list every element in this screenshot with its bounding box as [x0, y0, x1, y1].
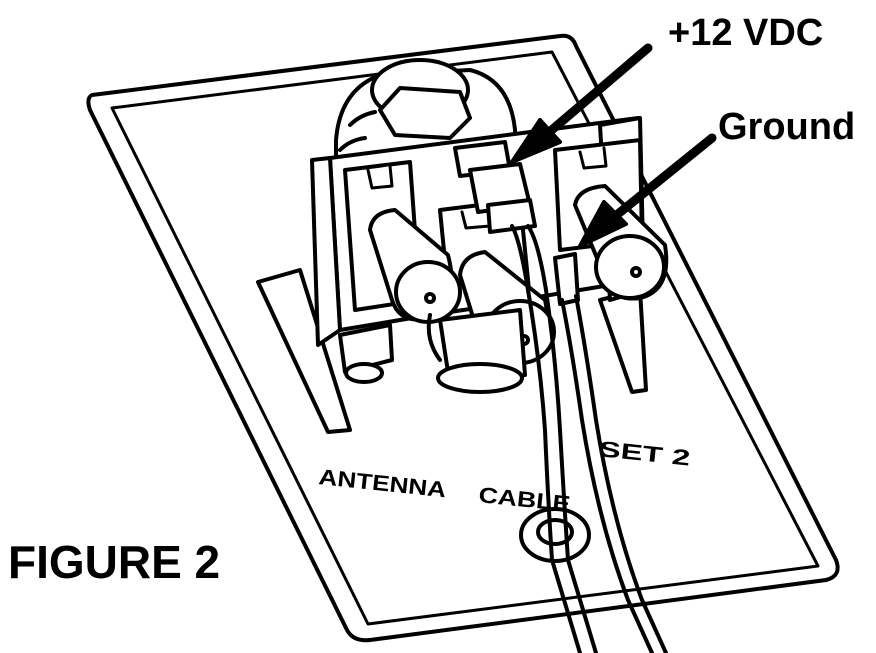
plus-12-vdc-callout: +12 VDC	[668, 12, 823, 55]
ground-callout: Ground	[718, 106, 855, 149]
figure-label: FIGURE 2	[8, 535, 220, 589]
cable-grommet	[521, 509, 589, 561]
